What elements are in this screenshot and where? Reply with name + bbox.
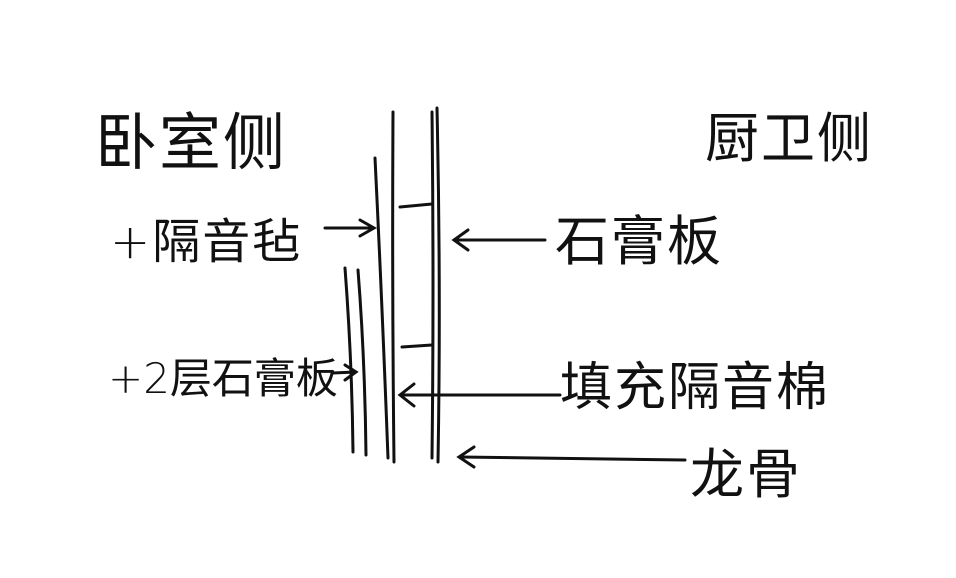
felt-layer-line xyxy=(373,156,390,460)
felt-label: +隔音毡 xyxy=(110,214,303,270)
gypsum-board-label: 石膏板 xyxy=(555,210,723,273)
stud-tick-upper xyxy=(398,202,434,209)
arrow-gypsum-board xyxy=(451,228,547,252)
keel-label: 龙骨 xyxy=(690,443,802,506)
bedroom-side-label: 卧室侧 xyxy=(95,106,288,179)
gypsum-layer-1 xyxy=(343,266,355,454)
arrow-keel xyxy=(456,445,687,469)
gypsum-board-right-line xyxy=(435,106,441,464)
insulation-label: 填充隔音棉 xyxy=(560,358,831,418)
gypsum-layer-2 xyxy=(356,268,368,457)
double-gypsum-label: +2层石膏板 xyxy=(108,354,338,403)
arrow-felt xyxy=(323,218,378,238)
stud-tick-lower xyxy=(400,343,434,349)
arrow-double-gypsum xyxy=(331,363,359,382)
stud-right-line xyxy=(430,110,435,460)
kitchen-bath-side-label: 厨卫侧 xyxy=(705,107,873,170)
stud-left-line xyxy=(391,110,396,464)
arrow-insulation xyxy=(397,382,562,408)
